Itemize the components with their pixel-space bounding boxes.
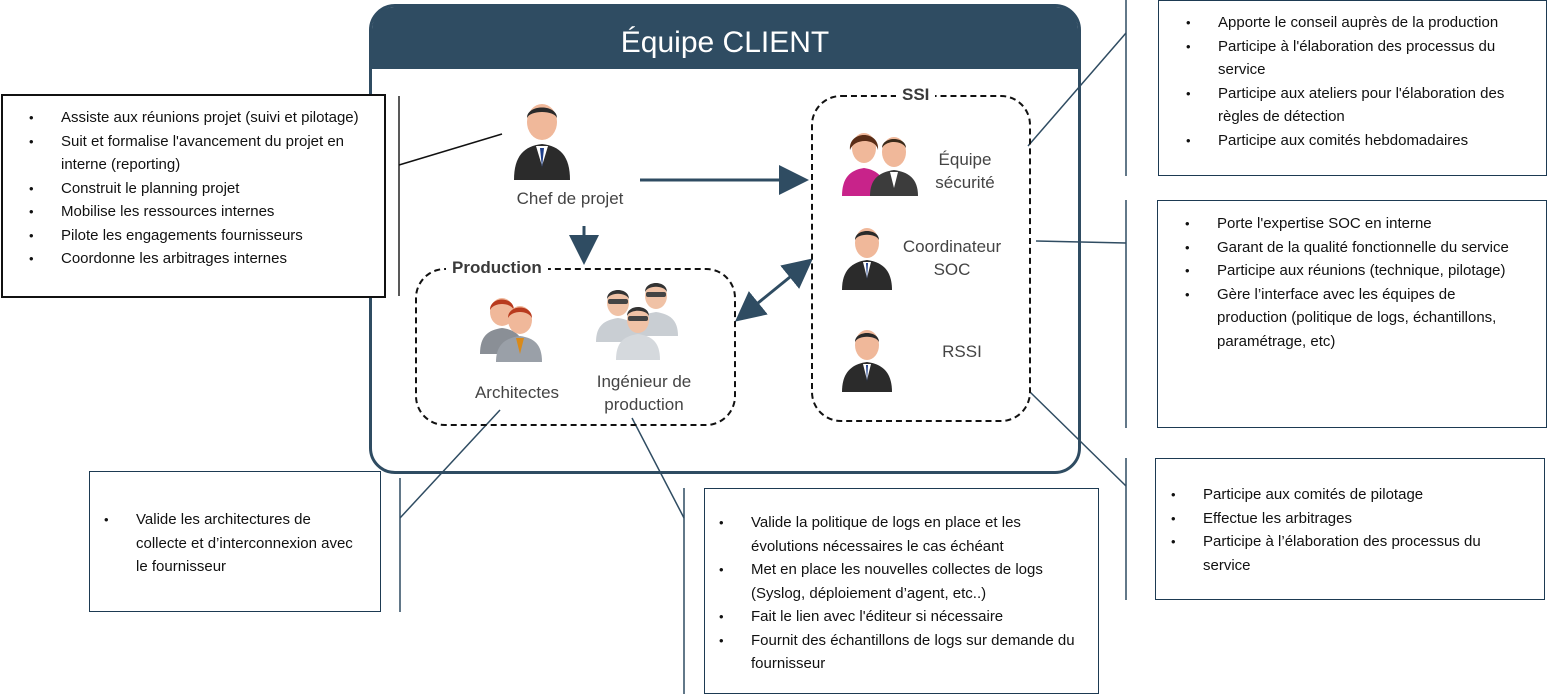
list-item: Coordonne les arbitrages internes xyxy=(29,247,374,271)
list-item: Participe aux comités de pilotage xyxy=(1171,483,1524,507)
equipe-securite-line2: sécurité xyxy=(935,173,995,192)
chef-de-projet-list: Assiste aux réunions projet (suivi et pi… xyxy=(29,106,374,271)
ssi-group-label: SSI xyxy=(896,85,936,105)
list-item: Met en place les nouvelles collectes de … xyxy=(719,558,1080,605)
list-item: Participe à l'élaboration des processus … xyxy=(1186,35,1526,82)
ingenieur-line1: Ingénieur de xyxy=(596,372,692,391)
list-item: Mobilise les ressources internes xyxy=(29,200,374,224)
list-item: Participe aux ateliers pour l'élaboratio… xyxy=(1186,82,1526,129)
list-item: Fait le lien avec l'éditeur si nécessair… xyxy=(719,605,1080,629)
coordinateur-soc-label: Coordinateur SOC xyxy=(900,235,1004,281)
list-item: Participe à l’élaboration des processus … xyxy=(1171,530,1524,577)
arrow-production-ssi xyxy=(735,258,813,322)
architects-group-icon xyxy=(480,298,542,362)
coordinateur-soc-box: Porte l'expertise SOC en interne Garant … xyxy=(1157,200,1547,428)
equipe-securite-label: Équipe sécurité xyxy=(920,148,1010,194)
list-item: Pilote les engagements fournisseurs xyxy=(29,224,374,248)
coordinateur-line2: SOC xyxy=(933,260,971,279)
equipe-securite-list: Apporte le conseil auprès de la producti… xyxy=(1186,11,1526,153)
list-item: Garant de la qualité fonctionnelle du se… xyxy=(1185,236,1526,260)
connector-securite xyxy=(1027,32,1127,147)
businessman-icon xyxy=(842,330,892,392)
list-item: Effectue les arbitrages xyxy=(1171,507,1524,531)
rssi-list: Participe aux comités de pilotage Effect… xyxy=(1171,483,1524,577)
ingenieur-line2: production xyxy=(604,395,684,414)
list-item: Porte l'expertise SOC en interne xyxy=(1185,212,1526,236)
architectes-label: Architectes xyxy=(474,383,560,402)
equipe-client-panel: Équipe CLIENT xyxy=(369,4,1081,474)
equipe-securite-line1: Équipe xyxy=(938,150,992,169)
chef-de-projet-label: Chef de projet xyxy=(516,189,624,208)
rssi-box: Participe aux comités de pilotage Effect… xyxy=(1155,458,1545,600)
list-item: Fournit des échantillons de logs sur dem… xyxy=(719,629,1080,676)
security-team-icon xyxy=(842,133,918,196)
ingenieur-production-box: Valide la politique de logs en place et … xyxy=(704,488,1099,694)
architectes-box: Valide les architectures de collecte et … xyxy=(89,471,381,612)
connector-chef xyxy=(398,133,503,166)
chef-de-projet-box: Assiste aux réunions projet (suivi et pi… xyxy=(1,94,386,298)
coordinateur-soc-list: Porte l'expertise SOC en interne Garant … xyxy=(1185,212,1526,354)
connector-ingenieur xyxy=(631,417,685,519)
equipe-securite-box: Apporte le conseil auprès de la producti… xyxy=(1158,0,1547,176)
production-group-label: Production xyxy=(446,258,548,278)
panel-title: Équipe CLIENT xyxy=(372,7,1078,69)
rssi-label: RSSI xyxy=(942,342,982,361)
list-item: Gère l’interface avec les équipes de pro… xyxy=(1185,283,1526,354)
list-item: Construit le planning projet xyxy=(29,177,374,201)
list-item: Participe aux comités hebdomadaires xyxy=(1186,129,1526,153)
production-group xyxy=(415,268,736,426)
coordinateur-line1: Coordinateur xyxy=(902,237,1002,256)
list-item: Suit et formalise l'avancement du projet… xyxy=(29,130,374,177)
businessman-icon xyxy=(514,104,570,180)
connector-architectes xyxy=(399,409,501,519)
list-item: Assiste aux réunions projet (suivi et pi… xyxy=(29,106,374,130)
architectes-list: Valide les architectures de collecte et … xyxy=(104,508,360,579)
engineers-group-icon xyxy=(596,283,678,360)
list-item: Valide la politique de logs en place et … xyxy=(719,511,1080,558)
ingenieur-production-label: Ingénieur de production xyxy=(577,370,711,416)
ingenieur-production-list: Valide la politique de logs en place et … xyxy=(719,511,1080,676)
connector-coordinateur xyxy=(1035,240,1127,244)
list-item: Participe aux réunions (technique, pilot… xyxy=(1185,259,1526,283)
list-item: Apporte le conseil auprès de la producti… xyxy=(1186,11,1526,35)
businessman-icon xyxy=(842,228,892,290)
list-item: Valide les architectures de collecte et … xyxy=(104,508,360,579)
